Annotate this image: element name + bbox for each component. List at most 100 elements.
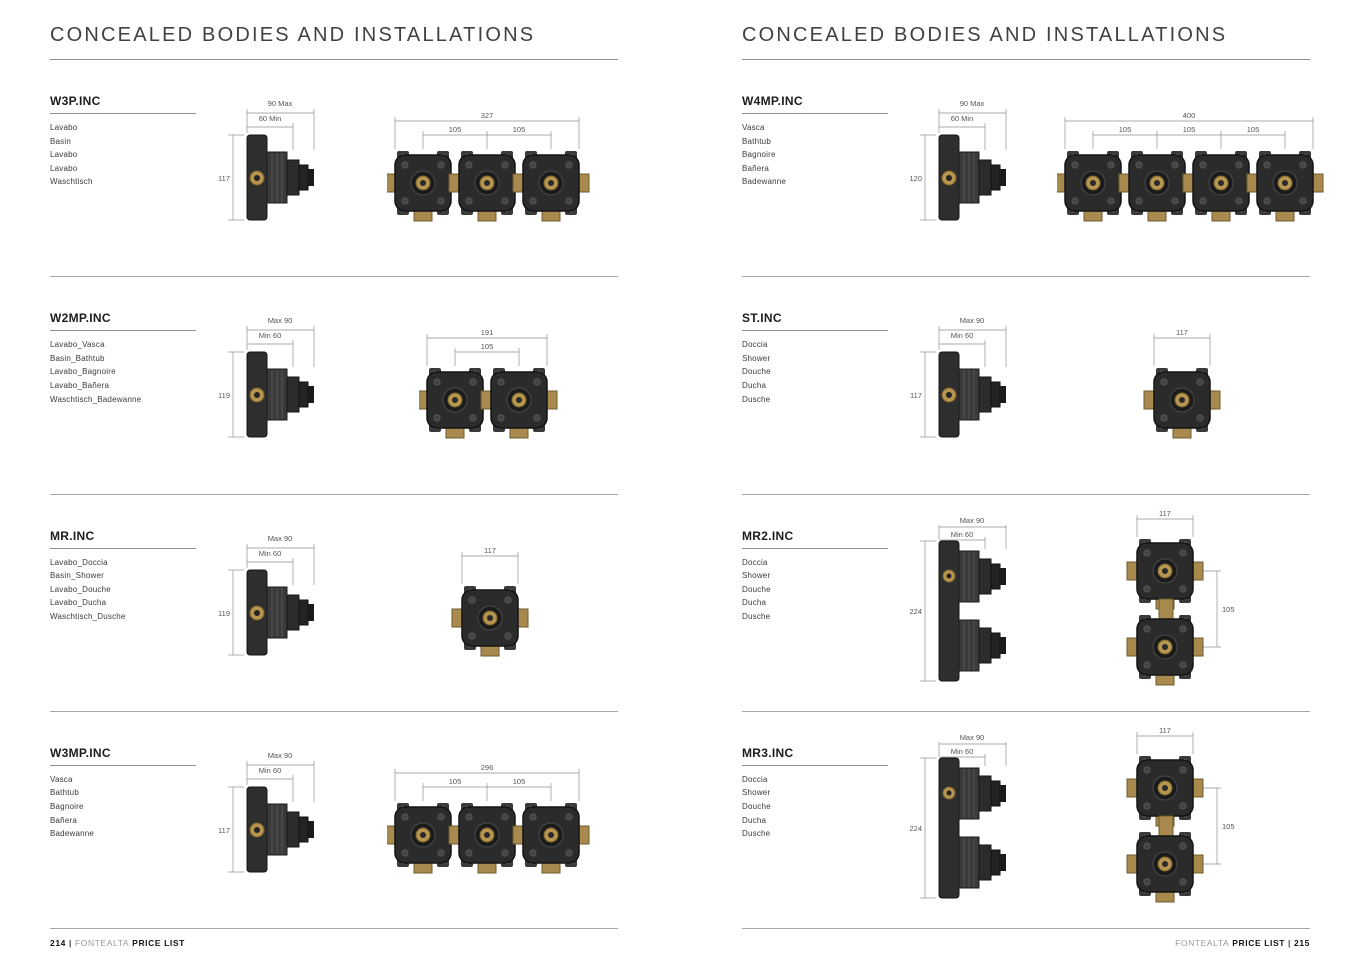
dim-depth-max: Max 90 — [267, 751, 292, 760]
dimension-lines — [227, 543, 314, 655]
dimension-lines — [919, 326, 1006, 438]
front-view-svg: 296 105 105 — [386, 763, 590, 874]
product-name: Basin_Bathtub — [50, 353, 105, 363]
front-view-drawing: 296 105 105 — [365, 759, 618, 881]
product-section-mr3-inc: MR3.INC Doccia Shower Douche Ducha Dusch… — [742, 712, 1310, 929]
dimension-lines — [227, 326, 314, 438]
product-name: Basin — [50, 136, 72, 146]
side-view-drawing: Max 90 Min 60 119 — [200, 310, 365, 460]
side-view-svg: Max 90 Min 60 119 — [218, 316, 314, 438]
side-view-svg: Max 90 Min 60 224 — [909, 516, 1006, 682]
side-view-drawing: Max 90 Min 60 117 — [892, 310, 1057, 460]
product-name: Ducha — [742, 381, 767, 391]
front-view-drawing: 191 105 — [365, 324, 618, 446]
dim-total-width: 117 — [1176, 328, 1188, 337]
dim-depth-min: Min 60 — [258, 331, 281, 340]
product-section-mr2-inc: MR2.INC Doccia Shower Douche Ducha Dusch… — [742, 495, 1310, 712]
product-name: Basin_Shower — [50, 571, 104, 581]
front-view-drawing: 117 — [1057, 324, 1310, 446]
product-name: Lavabo_Vasca — [50, 340, 105, 350]
product-name: Bañera — [50, 815, 77, 825]
valve-front-body — [1125, 537, 1204, 686]
product-name: Douche — [742, 584, 771, 594]
product-name: Lavabo_Bagnoire — [50, 367, 116, 377]
page-left: CONCEALED BODIES AND INSTALLATIONS W3P.I… — [50, 24, 618, 951]
front-view-drawing: 117 105 — [1057, 505, 1310, 701]
product-section-w2mp-inc: W2MP.INC Lavabo_Vasca Basin_Bathtub Lava… — [50, 277, 618, 495]
dim-total-width: 117 — [1159, 726, 1171, 735]
dim-height: 224 — [909, 607, 922, 616]
product-name: Lavabo — [50, 150, 78, 160]
dimension-lines — [394, 768, 579, 801]
front-view-drawing: 327 105 105 — [365, 107, 618, 229]
product-name: Lavabo_Bañera — [50, 381, 110, 391]
dim-depth-min: Min 60 — [950, 530, 973, 539]
product-names: Vasca Bathtub Bagnoire Bañera Badewanne — [742, 121, 892, 189]
product-list: W4MP.INC Vasca Bathtub Bagnoire Bañera B… — [742, 60, 1324, 929]
side-view-drawing: Max 90 Min 60 119 — [200, 528, 365, 678]
product-name: Douche — [742, 367, 771, 377]
product-names: Vasca Bathtub Bagnoire Bañera Badewanne — [50, 773, 200, 841]
product-name: Dusche — [742, 611, 771, 621]
side-view-svg: Max 90 Min 60 119 — [218, 534, 314, 656]
dim-segment: 105 — [1119, 125, 1132, 134]
product-code: W3MP.INC — [50, 746, 196, 766]
product-name: Lavabo — [50, 163, 78, 173]
product-name: Shower — [742, 353, 771, 363]
footer-label: PRICE LIST — [132, 938, 185, 948]
product-name: Ducha — [742, 598, 767, 608]
product-list: W3P.INC Lavabo Basin Lavabo Lavabo Wasch… — [50, 60, 618, 929]
dim-height: 117 — [910, 391, 922, 400]
page-footer: 214 | FONTEALTA PRICE LIST — [50, 929, 618, 951]
front-view-svg: 117 105 — [1125, 726, 1234, 903]
product-name: Bagnoire — [50, 801, 84, 811]
title-rule — [742, 59, 1310, 60]
footer-label: PRICE LIST — [1232, 938, 1286, 948]
product-name: Bathtub — [742, 136, 771, 146]
dim-depth-min: Min 60 — [950, 331, 973, 340]
brand-name: FONTEALTA — [1175, 938, 1230, 948]
front-view-svg: 117 — [450, 546, 529, 657]
product-code: MR2.INC — [742, 529, 888, 549]
title-rule — [50, 59, 618, 60]
valve-front-body — [1125, 755, 1204, 903]
dim-height: 224 — [909, 824, 922, 833]
product-name: Bathtub — [50, 788, 79, 798]
product-code: ST.INC — [742, 311, 888, 332]
product-names: Doccia Shower Douche Ducha Dusche — [742, 556, 892, 624]
dimension-lines — [394, 117, 579, 150]
valve-side-body — [938, 134, 1006, 221]
valve-side-body — [938, 757, 1006, 899]
dim-depth-max: 90 Max — [959, 99, 984, 108]
side-view-drawing: Max 90 Min 60 224 — [892, 730, 1057, 910]
product-name: Douche — [742, 801, 771, 811]
dim-total-width: 296 — [480, 763, 493, 772]
dim-height: 120 — [909, 174, 922, 183]
product-name: Bagnoire — [742, 150, 776, 160]
dim-depth-max: Max 90 — [959, 733, 984, 742]
product-name: Lavabo_Ducha — [50, 598, 107, 608]
footer-separator: | — [1288, 938, 1292, 948]
product-names: Doccia Shower Douche Ducha Dusche — [742, 773, 892, 841]
side-view-svg: Max 90 Min 60 117 — [910, 316, 1006, 438]
product-name: Dusche — [742, 394, 771, 404]
product-info: W2MP.INC Lavabo_Vasca Basin_Bathtub Lava… — [50, 277, 200, 406]
dim-depth-min: Min 60 — [950, 747, 973, 756]
product-name: Vasca — [50, 774, 73, 784]
product-names: Lavabo_Doccia Basin_Shower Lavabo_Douche… — [50, 556, 200, 624]
page-title: CONCEALED BODIES AND INSTALLATIONS — [742, 24, 1228, 46]
front-view-svg: 117 — [1142, 328, 1221, 440]
product-info: ST.INC Doccia Shower Douche Ducha Dusche — [742, 277, 892, 406]
product-name: Badewanne — [50, 829, 95, 839]
product-section-mr-inc: MR.INC Lavabo_Doccia Basin_Shower Lavabo… — [50, 495, 618, 712]
product-names: Doccia Shower Douche Ducha Dusche — [742, 338, 892, 406]
side-view-svg: 90 Max 60 Min 117 — [218, 99, 314, 221]
dim-height: 119 — [218, 391, 230, 400]
product-name: Shower — [742, 788, 771, 798]
side-view-drawing: Max 90 Min 60 224 — [892, 513, 1057, 693]
product-name: Bañera — [742, 163, 769, 173]
side-view-drawing: 90 Max 60 Min 120 — [892, 93, 1057, 243]
dim-total-width: 117 — [484, 546, 496, 555]
product-name: Doccia — [742, 557, 768, 567]
dim-depth-min: 60 Min — [258, 114, 281, 123]
